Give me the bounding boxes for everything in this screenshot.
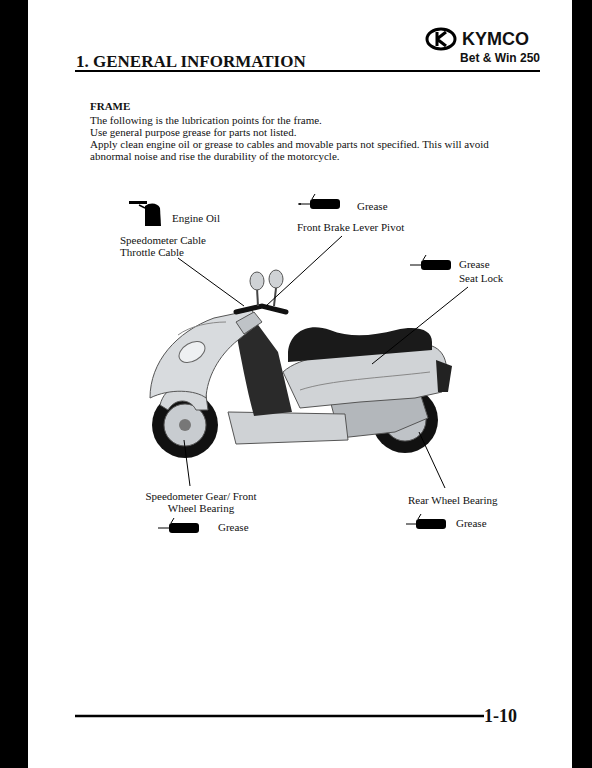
model-name: Bet & Win 250: [408, 52, 540, 65]
lubricant-label: Grease: [218, 521, 268, 533]
page-number: 1-10: [484, 706, 544, 726]
part-label: Speedometer Cable Throttle Cable: [120, 234, 215, 258]
lubricant-label: Grease: [357, 200, 407, 212]
part-label: Front Brake Lever Pivot: [297, 221, 427, 233]
brand-name: KYMCO: [462, 29, 552, 49]
part-label: Speedometer Gear/ Front Wheel Bearing: [145, 490, 257, 514]
lubricant-label: Engine Oil: [172, 212, 242, 224]
section-heading: FRAME: [90, 100, 290, 112]
body-text: Apply clean engine oil or grease to cabl…: [90, 138, 500, 162]
body-text: The following is the lubrication points …: [90, 114, 510, 126]
part-label: Seat Lock: [459, 272, 519, 284]
lubricant-label: Grease: [459, 258, 509, 270]
body-text: Use general purpose grease for parts not…: [90, 126, 510, 138]
part-label: Rear Wheel Bearing: [408, 494, 513, 506]
page-heading: 1. GENERAL INFORMATION: [76, 52, 306, 71]
lubricant-label: Grease: [456, 517, 506, 529]
